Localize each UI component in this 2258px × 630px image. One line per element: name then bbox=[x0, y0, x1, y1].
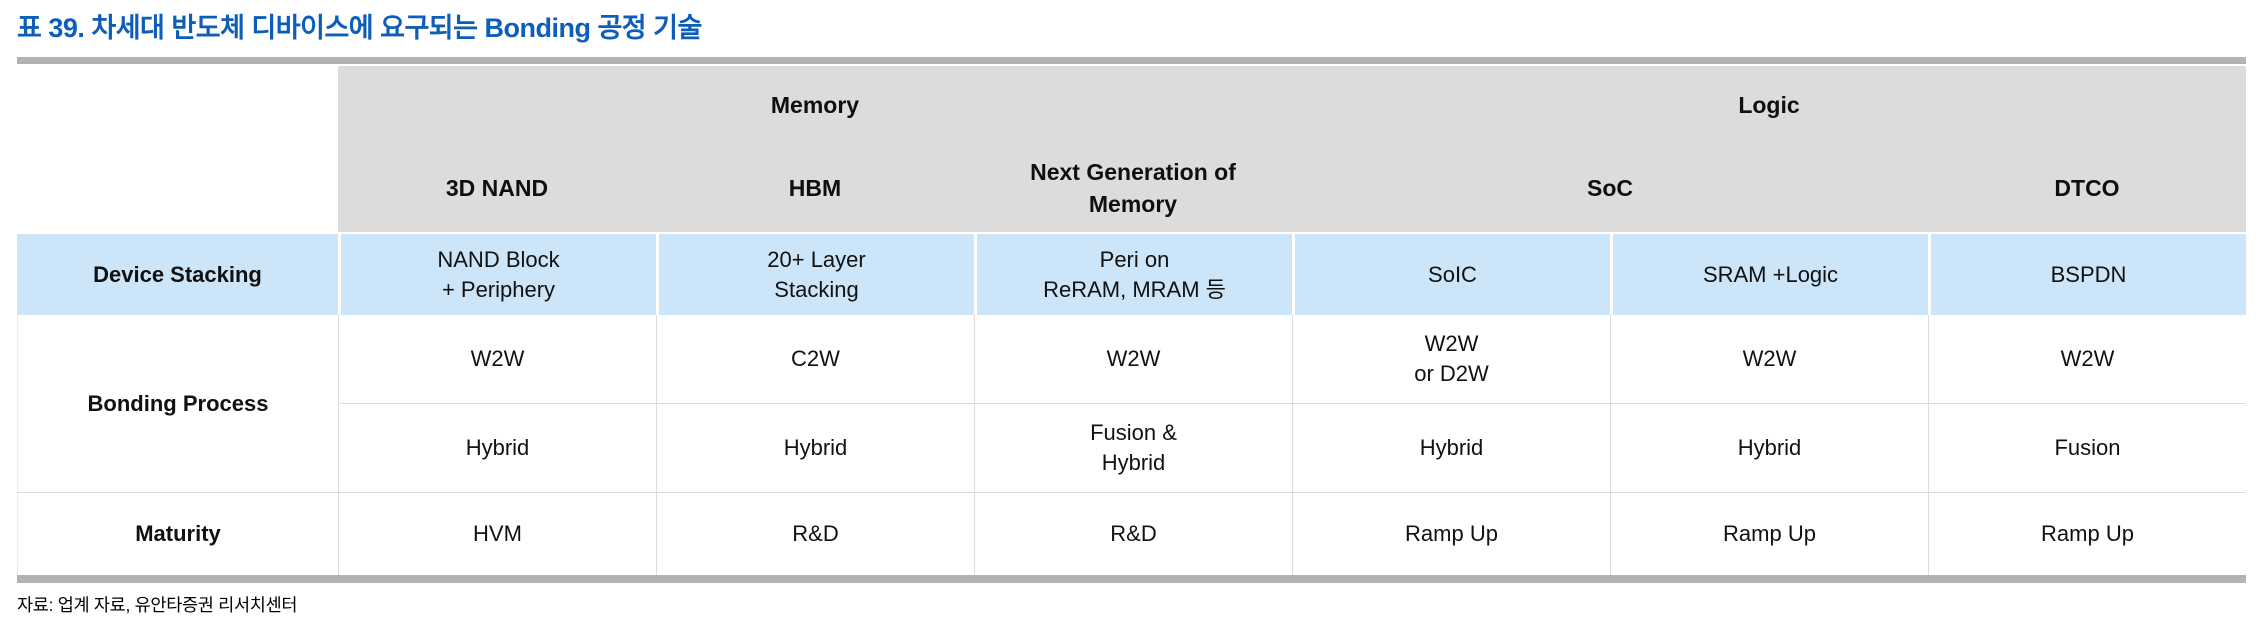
group-header-logic: Logic bbox=[1292, 66, 2246, 145]
group-header-memory: Memory bbox=[338, 66, 1292, 145]
column-header-soc: SoC bbox=[1292, 145, 1928, 232]
bonding-process-cell: Hybrid bbox=[1292, 403, 1610, 492]
bonding-process-cell: W2W bbox=[974, 315, 1292, 403]
device-stacking-cell: BSPDN bbox=[1928, 232, 2246, 315]
bonding-process-cell: W2W bbox=[1928, 315, 2246, 403]
bonding-process-cell: W2W or D2W bbox=[1292, 315, 1610, 403]
device-stacking-cell: SoIC bbox=[1292, 232, 1610, 315]
bonding-process-cell: Hybrid bbox=[338, 403, 656, 492]
device-stacking-cell: NAND Block + Periphery bbox=[338, 232, 656, 315]
maturity-cell: R&D bbox=[974, 492, 1292, 575]
column-header-next-gen-memory: Next Generation of Memory bbox=[974, 145, 1292, 232]
maturity-cell: R&D bbox=[656, 492, 974, 575]
table-grid: Memory Logic 3D NAND HBM Next Generation… bbox=[17, 66, 2246, 575]
bonding-process-cell: C2W bbox=[656, 315, 974, 403]
bonding-process-cell: W2W bbox=[1610, 315, 1928, 403]
device-stacking-cell: Peri on ReRAM, MRAM 등 bbox=[974, 232, 1292, 315]
device-stacking-cell: SRAM +Logic bbox=[1610, 232, 1928, 315]
table-bottom-border bbox=[17, 575, 2246, 583]
table-title: 표 39. 차세대 반도체 디바이스에 요구되는 Bonding 공정 기술 bbox=[17, 13, 702, 43]
bonding-process-cell: W2W bbox=[338, 315, 656, 403]
corner-blank-cell bbox=[17, 66, 338, 232]
row-label-maturity: Maturity bbox=[17, 492, 338, 575]
table-top-border bbox=[17, 57, 2246, 64]
maturity-cell: Ramp Up bbox=[1928, 492, 2246, 575]
bonding-table: Memory Logic 3D NAND HBM Next Generation… bbox=[17, 57, 2246, 583]
bonding-process-cell: Hybrid bbox=[656, 403, 974, 492]
row-label-device-stacking: Device Stacking bbox=[17, 232, 338, 315]
column-header-3d-nand: 3D NAND bbox=[338, 145, 656, 232]
bonding-process-cell: Fusion & Hybrid bbox=[974, 403, 1292, 492]
device-stacking-cell: 20+ Layer Stacking bbox=[656, 232, 974, 315]
maturity-cell: HVM bbox=[338, 492, 656, 575]
row-label-bonding-process: Bonding Process bbox=[17, 315, 338, 492]
bonding-process-cell: Fusion bbox=[1928, 403, 2246, 492]
source-note: 자료: 업계 자료, 유안타증권 리서치센터 bbox=[17, 595, 298, 615]
bonding-process-cell: Hybrid bbox=[1610, 403, 1928, 492]
maturity-cell: Ramp Up bbox=[1610, 492, 1928, 575]
maturity-cell: Ramp Up bbox=[1292, 492, 1610, 575]
column-header-dtco: DTCO bbox=[1928, 145, 2246, 232]
column-header-hbm: HBM bbox=[656, 145, 974, 232]
